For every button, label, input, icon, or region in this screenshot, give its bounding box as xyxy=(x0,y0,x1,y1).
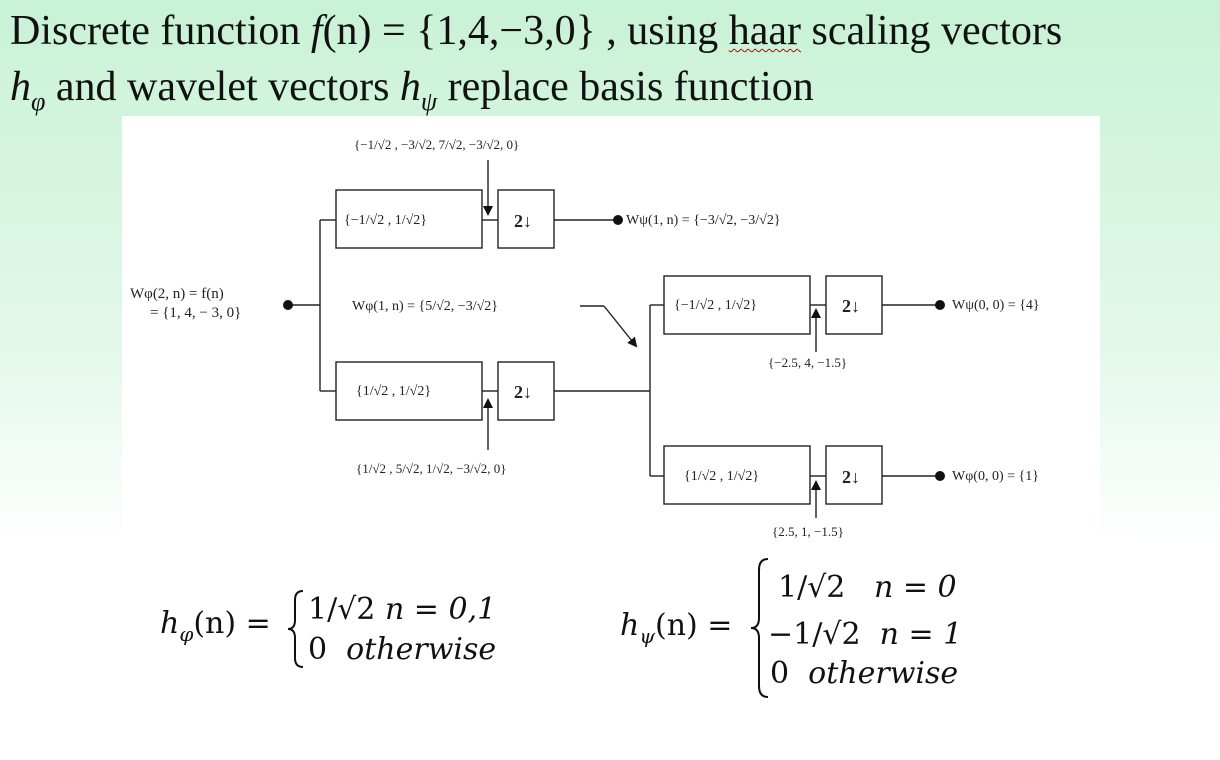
top-filter-label: {−1/√2 , 1/√2} xyxy=(344,213,427,228)
stage2-top-conv-label: {−2.5, 4, −1.5} xyxy=(768,355,847,370)
h-phi-case-1: 1/√2 n = 0,1 xyxy=(308,592,497,627)
stage2-bottom-filter-label: {1/√2 , 1/√2} xyxy=(684,469,759,484)
title-mid: (n) = {1,4,−3,0} , using xyxy=(322,8,729,54)
top-downsample-label: 2↓ xyxy=(514,211,532,231)
h-phi-brace xyxy=(287,590,304,668)
input-dot xyxy=(283,300,293,310)
bottom-filter-label: {1/√2 , 1/√2} xyxy=(356,384,431,399)
title-suffix: scaling vectors xyxy=(801,8,1063,54)
input-label-1: Wφ(2, n) = f(n) xyxy=(130,286,224,302)
w-phi-00-dot xyxy=(935,471,945,481)
w-psi-00-label: Wψ(0, 0) = {4} xyxy=(952,298,1040,313)
title-h-phi: h xyxy=(10,64,31,110)
top-conv-label: {−1/√2 , −3/√2, 7/√2, −3/√2, 0} xyxy=(354,137,519,152)
stage2-top-filter-label: {−1/√2 , 1/√2} xyxy=(674,298,757,313)
bottom-conv-label: {1/√2 , 5/√2, 1/√2, −3/√2, 0} xyxy=(356,461,507,476)
w-psi-1n-label: Wψ(1, n) = {−3/√2, −3/√2} xyxy=(626,213,781,228)
h-psi-case-3: 0 otherwise xyxy=(770,656,959,691)
w-phi-1n-label: Wφ(1, n) = {5/√2, −3/√2} xyxy=(352,299,498,314)
filter-bank-diagram: Wφ(2, n) = f(n) = {1, 4, − 3, 0} {−1/√2 … xyxy=(122,116,1100,550)
stage2-bottom-filter-box xyxy=(663,445,811,505)
top-downsample-box xyxy=(497,189,555,249)
stage2-bottom-conv-label: {2.5, 1, −1.5} xyxy=(772,524,844,539)
title-line2-suffix: replace basis function xyxy=(437,64,814,110)
top-filter-box xyxy=(335,189,483,249)
title-phi-sub: φ xyxy=(31,87,46,116)
title-line2-mid: and wavelet vectors xyxy=(45,64,400,110)
title-psi-sub: ψ xyxy=(420,87,438,116)
stage2-bottom-downsample-label: 2↓ xyxy=(842,467,860,487)
h-psi-case-1: 1/√2 n = 0 xyxy=(778,570,957,605)
title-line-2: hφ and wavelet vectors hψ replace basis … xyxy=(10,64,814,115)
h-phi-case-2: 0 otherwise xyxy=(308,632,497,667)
filter-bank-svg: Wφ(2, n) = f(n) = {1, 4, − 3, 0} {−1/√2 … xyxy=(130,137,1040,539)
w-psi-00-dot xyxy=(935,300,945,310)
title-func: f xyxy=(310,8,323,54)
w-psi-1n-dot xyxy=(613,215,623,225)
stage2-bottom-downsample-box xyxy=(825,445,883,505)
title-line-1: Discrete function f(n) = {1,4,−3,0} , us… xyxy=(10,10,1062,52)
h-psi-brace xyxy=(750,558,769,698)
title-prefix: Discrete function xyxy=(10,8,311,54)
input-label-2: = {1, 4, − 3, 0} xyxy=(150,305,241,321)
title-h-psi: h xyxy=(399,64,421,110)
w-phi-1n-arrow xyxy=(603,305,638,348)
h-phi-lhs: hφ(n) = xyxy=(160,606,271,646)
title-haar-word: haar xyxy=(728,8,802,54)
h-psi-lhs: hψ(n) = xyxy=(620,608,733,648)
w-phi-00-label: Wφ(0, 0) = {1} xyxy=(952,469,1039,484)
h-psi-case-2: −1/√2 n = 1 xyxy=(768,617,963,652)
stage2-top-downsample-label: 2↓ xyxy=(842,296,860,316)
bottom-downsample-label: 2↓ xyxy=(514,382,532,402)
